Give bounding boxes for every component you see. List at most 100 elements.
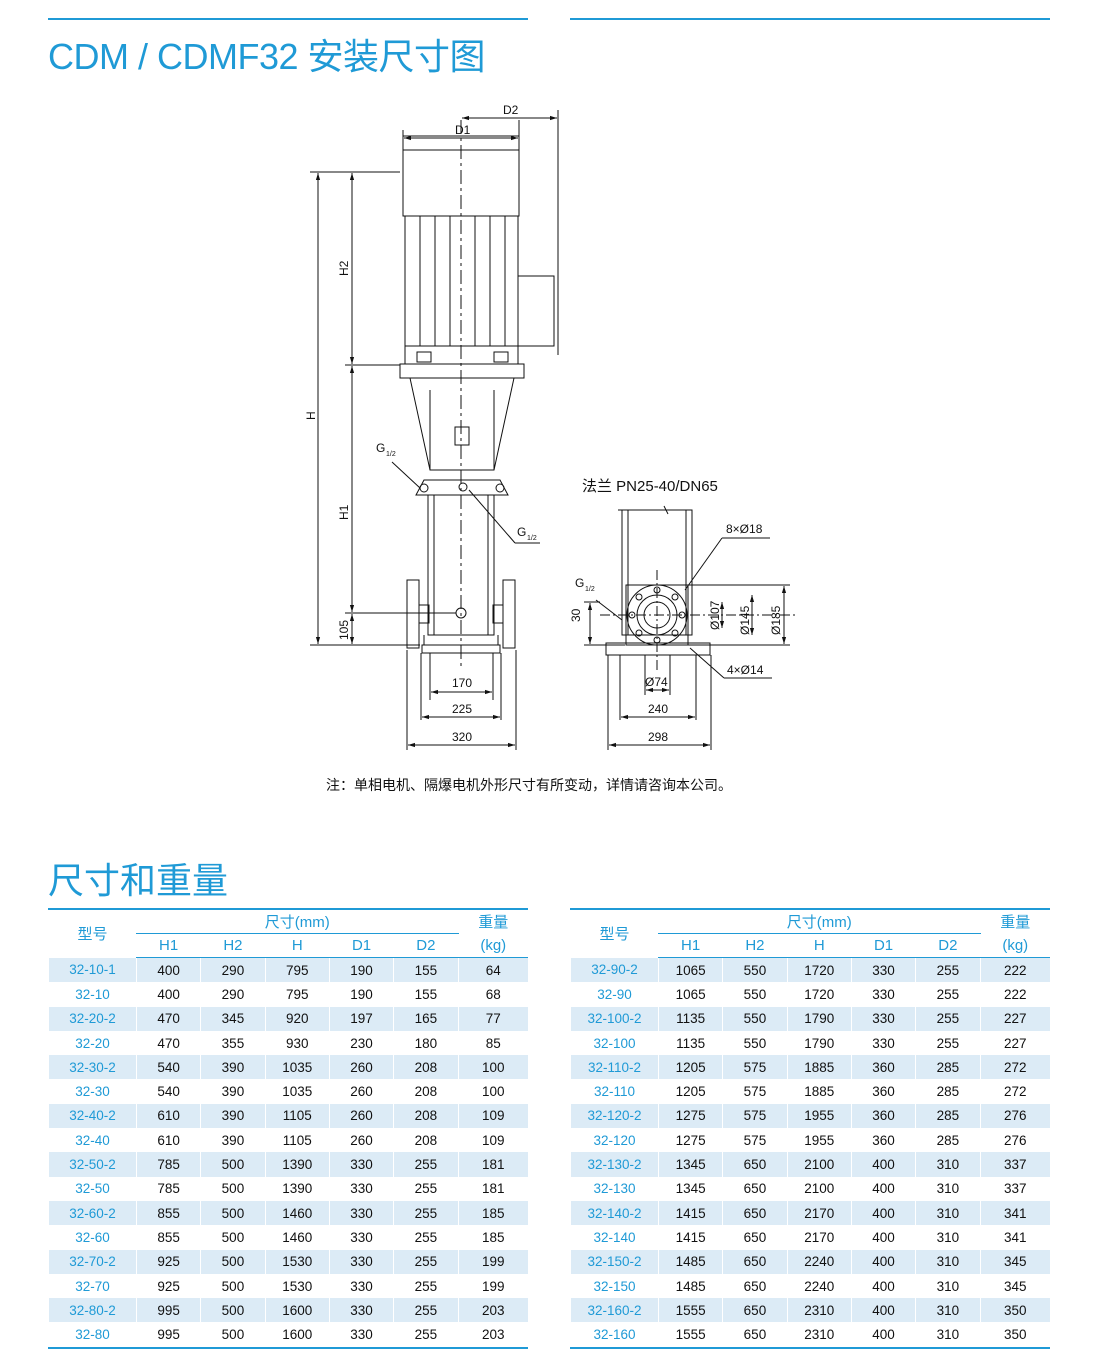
value-cell: 255 bbox=[393, 1152, 458, 1177]
value-cell: 1530 bbox=[264, 1273, 330, 1299]
value-cell: 650 bbox=[722, 1225, 788, 1250]
value-cell: 199 bbox=[457, 1249, 528, 1274]
model-cell: 32-80-2 bbox=[48, 1298, 137, 1323]
value-cell: 400 bbox=[850, 1249, 916, 1274]
value-cell: 1555 bbox=[657, 1298, 723, 1323]
model-cell: 32-100-2 bbox=[570, 1006, 659, 1031]
value-cell: 330 bbox=[850, 1030, 916, 1056]
model-cell: 32-40-2 bbox=[48, 1103, 137, 1129]
value-cell: 222 bbox=[979, 957, 1050, 983]
value-cell: 345 bbox=[200, 1006, 266, 1031]
value-cell: 330 bbox=[328, 1225, 394, 1250]
value-cell: 260 bbox=[328, 1103, 394, 1129]
value-cell: 276 bbox=[979, 1128, 1050, 1153]
value-cell: 260 bbox=[328, 1128, 394, 1153]
value-cell: 1205 bbox=[657, 1079, 723, 1104]
value-cell: 1275 bbox=[657, 1128, 723, 1153]
section-title-dimensions: 尺寸和重量 bbox=[48, 860, 229, 901]
value-cell: 330 bbox=[328, 1176, 394, 1201]
value-cell: 1415 bbox=[657, 1225, 723, 1250]
value-cell: 2240 bbox=[786, 1273, 852, 1299]
value-cell: 255 bbox=[915, 1006, 980, 1031]
value-cell: 470 bbox=[135, 1006, 201, 1031]
value-cell: 1485 bbox=[657, 1273, 723, 1299]
label-d74: Ø74 bbox=[645, 675, 668, 689]
value-cell: 255 bbox=[915, 982, 980, 1007]
value-cell: 650 bbox=[722, 1152, 788, 1177]
value-cell: 180 bbox=[393, 1030, 458, 1056]
value-cell: 310 bbox=[915, 1225, 980, 1250]
value-cell: 345 bbox=[979, 1273, 1050, 1299]
value-cell: 222 bbox=[979, 982, 1050, 1007]
value-cell: 155 bbox=[393, 957, 458, 983]
value-cell: 330 bbox=[850, 957, 916, 983]
value-cell: 1035 bbox=[264, 1079, 330, 1104]
model-cell: 32-110 bbox=[570, 1079, 659, 1104]
value-cell: 360 bbox=[850, 1079, 916, 1104]
model-cell: 32-130-2 bbox=[570, 1152, 659, 1177]
value-cell: 1345 bbox=[657, 1152, 723, 1177]
label-holes-4: 4×Ø14 bbox=[727, 663, 764, 677]
value-cell: 100 bbox=[457, 1055, 528, 1080]
value-cell: 310 bbox=[915, 1322, 980, 1349]
section-title-installation: CDM / CDMF32 安装尺寸图 bbox=[48, 36, 486, 77]
header-weight-unit: (kg) bbox=[979, 933, 1050, 958]
value-cell: 310 bbox=[915, 1200, 980, 1226]
model-cell: 32-60-2 bbox=[48, 1200, 137, 1226]
value-cell: 920 bbox=[264, 1006, 330, 1031]
value-cell: 203 bbox=[457, 1298, 528, 1323]
label-30: 30 bbox=[569, 608, 583, 622]
value-cell: 470 bbox=[135, 1030, 201, 1056]
value-cell: 310 bbox=[915, 1152, 980, 1177]
model-cell: 32-150 bbox=[570, 1273, 659, 1299]
value-cell: 2100 bbox=[786, 1176, 852, 1201]
value-cell: 550 bbox=[722, 982, 788, 1007]
value-cell: 255 bbox=[915, 1030, 980, 1056]
value-cell: 85 bbox=[457, 1030, 528, 1056]
value-cell: 1720 bbox=[786, 982, 852, 1007]
value-cell: 400 bbox=[850, 1273, 916, 1299]
header-model: 型号 bbox=[570, 908, 659, 958]
value-cell: 360 bbox=[850, 1055, 916, 1080]
value-cell: 208 bbox=[393, 1079, 458, 1104]
label-d107: Ø107 bbox=[708, 600, 722, 630]
value-cell: 500 bbox=[200, 1298, 266, 1323]
value-cell: 230 bbox=[328, 1030, 394, 1056]
value-cell: 1485 bbox=[657, 1249, 723, 1274]
value-cell: 1105 bbox=[264, 1103, 330, 1129]
label-holes-8: 8×Ø18 bbox=[726, 522, 763, 536]
value-cell: 500 bbox=[200, 1249, 266, 1274]
value-cell: 650 bbox=[722, 1200, 788, 1226]
value-cell: 208 bbox=[393, 1055, 458, 1080]
value-cell: 285 bbox=[915, 1055, 980, 1080]
value-cell: 930 bbox=[264, 1030, 330, 1056]
value-cell: 1530 bbox=[264, 1249, 330, 1274]
drawing-labels: D2 D1 H H2 H1 105 G 1/2 G 1/2 170 225 32… bbox=[304, 103, 783, 744]
label-105: 105 bbox=[337, 620, 351, 640]
value-cell: 400 bbox=[850, 1298, 916, 1323]
value-cell: 227 bbox=[979, 1030, 1050, 1056]
value-cell: 100 bbox=[457, 1079, 528, 1104]
header-d2: D2 bbox=[393, 933, 458, 958]
value-cell: 795 bbox=[264, 957, 330, 983]
value-cell: 650 bbox=[722, 1176, 788, 1201]
value-cell: 208 bbox=[393, 1128, 458, 1153]
header-dimensions: 尺寸(mm) bbox=[136, 908, 458, 934]
top-rule-left bbox=[48, 18, 528, 20]
dimension-lines bbox=[310, 110, 559, 750]
value-cell: 285 bbox=[915, 1128, 980, 1153]
value-cell: 1390 bbox=[264, 1176, 330, 1201]
value-cell: 208 bbox=[393, 1103, 458, 1129]
